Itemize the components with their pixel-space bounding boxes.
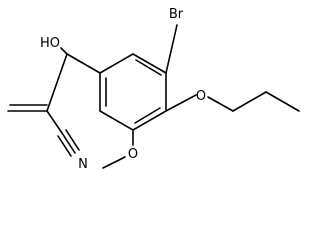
bromine-label: Br	[169, 7, 184, 22]
choh-c-bond	[46, 53, 68, 112]
structure-drawing: Br O O HO N	[7, 7, 300, 172]
c-o-ether-bond	[165, 94, 197, 112]
triple-bond	[57, 135, 72, 157]
ring-choh-bond	[66, 53, 101, 74]
ring-double-bond	[134, 107, 161, 124]
ch2-ch3-bond	[265, 91, 300, 112]
o-ch2-bond	[207, 96, 234, 112]
ch2-ch2-bond	[232, 91, 267, 112]
c-oh-bond	[60, 47, 68, 55]
hydroxyl-label: HO	[40, 36, 60, 51]
ether-oxygen-label: O	[196, 89, 206, 104]
nitrile-nitrogen-label: N	[78, 157, 88, 172]
ring-double-bond	[135, 59, 162, 76]
triple-bond	[65, 129, 80, 151]
ring-bond	[132, 110, 167, 131]
c-cn-bond	[46, 110, 63, 134]
ring-bond	[99, 53, 134, 74]
molecule-canvas: Br O O HO N	[7, 7, 300, 172]
ring-bond	[132, 53, 167, 74]
c-br-bond	[165, 24, 178, 74]
methoxy-oxygen-label: O	[128, 147, 138, 162]
o-ch3-bond	[102, 156, 126, 169]
ring-bond	[99, 110, 134, 131]
triple-bond	[61, 132, 76, 154]
